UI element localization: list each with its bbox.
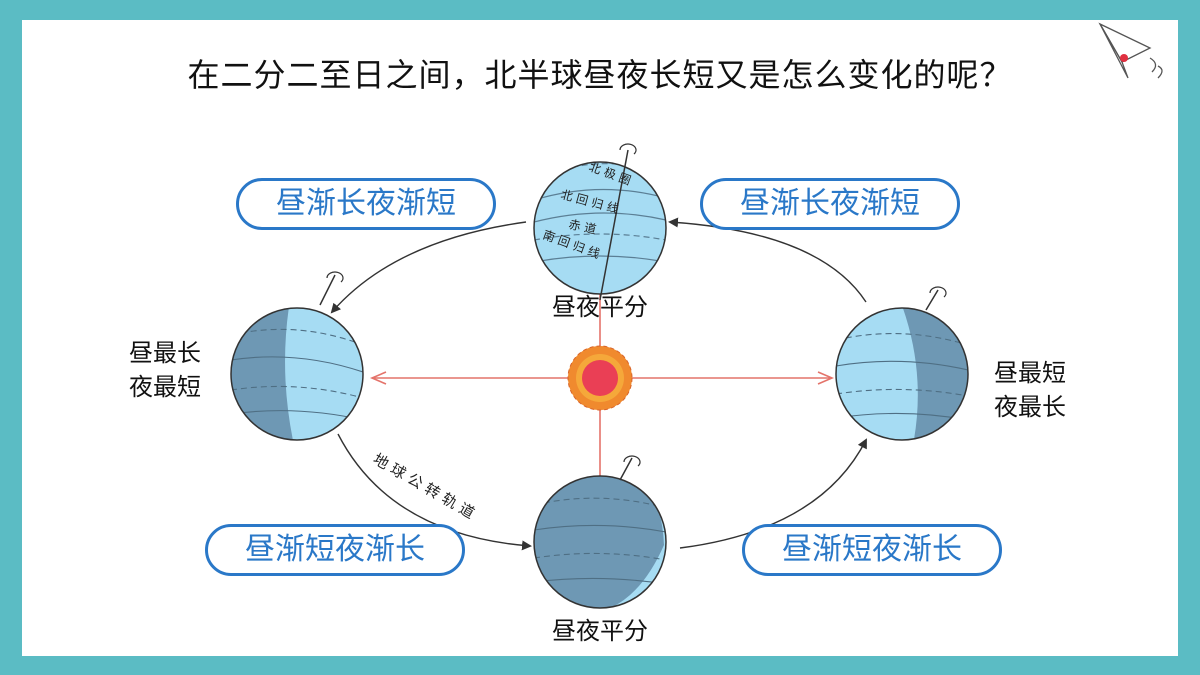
earth-right-winter	[835, 286, 969, 441]
pill-bottom-right: 昼渐短夜渐长	[742, 524, 1002, 576]
earth-bottom-equinox	[533, 455, 667, 609]
earth-top-equinox: 北 极 圈 北 回 归 线 赤 道 南 回 归 线	[533, 143, 667, 301]
sun-icon	[567, 345, 633, 411]
label-right-line2: 夜最长	[994, 393, 1066, 421]
orbit-arc-bottom-right	[679, 438, 867, 549]
label-left-earth: 昼最长 夜最短	[110, 336, 220, 404]
pill-top-right: 昼渐长夜渐短	[700, 178, 960, 230]
orbit-label: 地 球 公 转 轨 道	[370, 450, 478, 523]
orbit-arc-bottom-left	[337, 433, 532, 551]
earth-left-summer	[230, 271, 364, 441]
orbit-arc-top-right	[668, 217, 867, 303]
label-left-line1: 昼最长	[129, 339, 201, 367]
equator-label: 赤 道	[567, 217, 597, 236]
pill-top-left: 昼渐长夜渐短	[236, 178, 496, 230]
label-bottom-earth: 昼夜平分	[552, 617, 648, 645]
orbit-arc-top-left	[330, 221, 527, 314]
pill-bottom-left: 昼渐短夜渐长	[205, 524, 465, 576]
label-right-line1: 昼最短	[994, 359, 1066, 387]
paper-plane-icon	[1098, 22, 1163, 79]
label-right-earth: 昼最短 夜最长	[975, 356, 1085, 424]
label-left-line2: 夜最短	[129, 373, 201, 401]
page-title: 在二分二至日之间，北半球昼夜长短又是怎么变化的呢？	[187, 56, 1013, 94]
orbit-path	[330, 217, 867, 551]
label-top-earth: 昼夜平分	[552, 293, 648, 321]
